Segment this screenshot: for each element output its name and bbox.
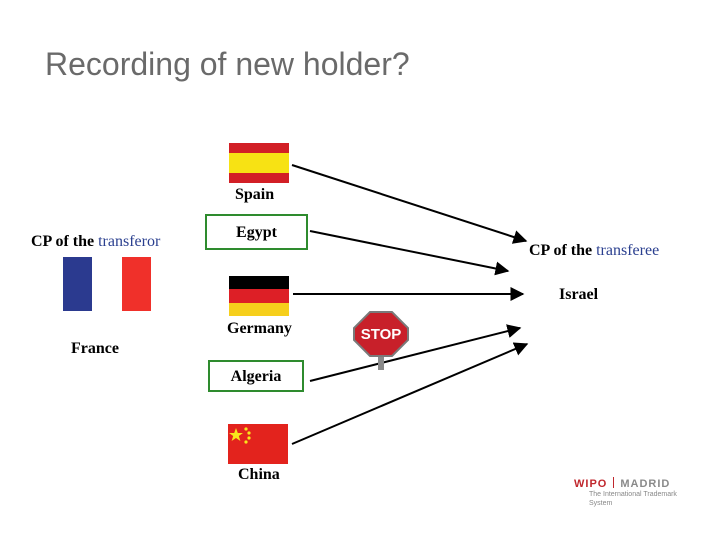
wipo-madrid-logo: WIPO MADRID: [574, 477, 670, 490]
country-algeria-box: Algeria: [208, 360, 304, 392]
arrow-egypt: [309, 230, 510, 276]
germany-flag: [229, 276, 289, 316]
france-flag: [63, 257, 151, 311]
transferor-role: transferor: [98, 233, 161, 250]
arrow-spain: [291, 164, 528, 244]
stop-sign-text: STOP: [361, 326, 402, 343]
logo-madrid: MADRID: [620, 478, 671, 490]
transferee-role: transferee: [596, 242, 660, 259]
transferor-prefix: CP of the: [31, 233, 95, 250]
transferor-label: CP of the transferor: [31, 233, 160, 251]
stop-sign-icon: STOP: [353, 311, 409, 370]
country-israel: Israel: [559, 286, 599, 303]
transferee-prefix: CP of the: [529, 242, 593, 259]
country-germany: Germany: [227, 320, 292, 337]
country-china: China: [238, 466, 280, 483]
arrow-china: [291, 342, 529, 445]
page-title: Recording of new holder?: [45, 46, 410, 82]
china-flag: [228, 424, 288, 464]
arrow-algeria: [309, 324, 522, 382]
country-egypt-box: Egypt: [205, 214, 308, 250]
country-algeria: Algeria: [230, 368, 282, 385]
country-france: France: [71, 340, 119, 357]
logo-separator: [613, 477, 615, 488]
spain-flag: [229, 143, 289, 183]
country-spain: Spain: [235, 186, 275, 203]
country-egypt: Egypt: [236, 224, 277, 241]
logo-wipo: WIPO: [574, 478, 608, 490]
logo-subtitle: The International Trademark System: [589, 491, 677, 507]
transferee-label: CP of the transferee: [529, 242, 659, 260]
